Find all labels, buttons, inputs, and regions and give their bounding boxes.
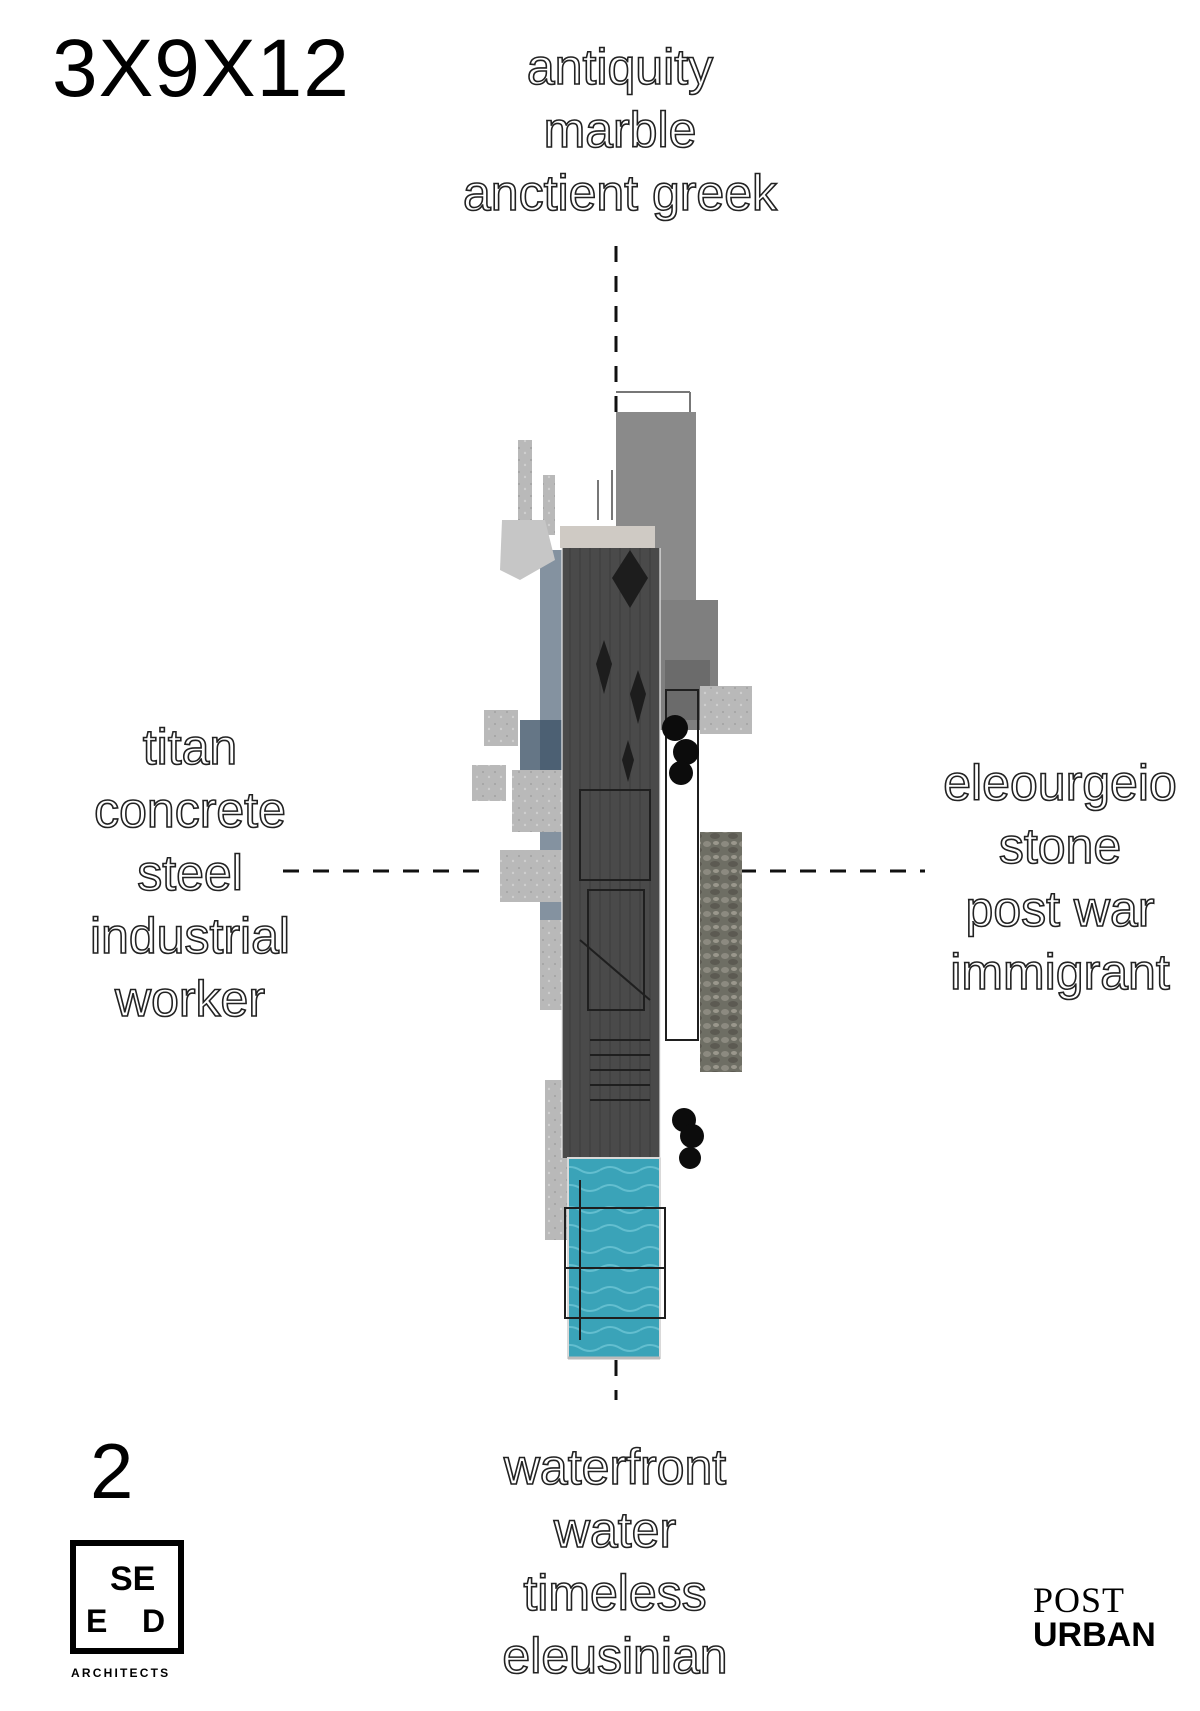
axis-word: steel <box>136 844 243 902</box>
axis-word: worker <box>114 970 266 1028</box>
axis-words-top: antiquity marble anctient greek <box>420 36 820 225</box>
logo-letter-e: E <box>86 1603 107 1639</box>
axis-word: anctient greek <box>462 164 778 222</box>
axis-word: marble <box>543 101 697 159</box>
axis-word: timeless <box>523 1564 708 1622</box>
axis-words-left: titan concrete steel industrial worker <box>40 716 340 1031</box>
axis-words-right: eleourgeio stone post war immigrant <box>930 752 1190 1004</box>
axis-word: post war <box>965 880 1156 938</box>
page-title: 3X9X12 <box>52 23 350 114</box>
logo-letter-d: D <box>142 1603 165 1639</box>
axis-word: concrete <box>93 781 286 839</box>
axis-word: eleusinian <box>502 1627 729 1685</box>
logo-letters-se: SE <box>110 1560 155 1598</box>
dashed-axis-lines <box>283 246 925 1400</box>
post-urban-logo: POST URBAN <box>1033 1580 1156 1654</box>
axis-word: water <box>553 1501 677 1559</box>
axis-word: titan <box>142 718 238 776</box>
page-number: 2 <box>90 1427 134 1515</box>
axis-word: eleourgeio <box>942 754 1177 812</box>
logo-word-urban: URBAN <box>1033 1616 1156 1654</box>
axis-word: stone <box>998 817 1122 875</box>
axis-word: waterfront <box>503 1438 727 1496</box>
logo-caption: ARCHITECTS <box>71 1666 170 1680</box>
seed-architects-logo: SE E D ARCHITECTS <box>70 1540 184 1680</box>
axis-word: industrial <box>89 907 291 965</box>
axis-word: immigrant <box>949 943 1170 1001</box>
axis-word: antiquity <box>526 38 714 96</box>
axis-words-bottom: waterfront water timeless eleusinian <box>460 1436 770 1688</box>
logo-word-post: POST <box>1033 1580 1125 1620</box>
